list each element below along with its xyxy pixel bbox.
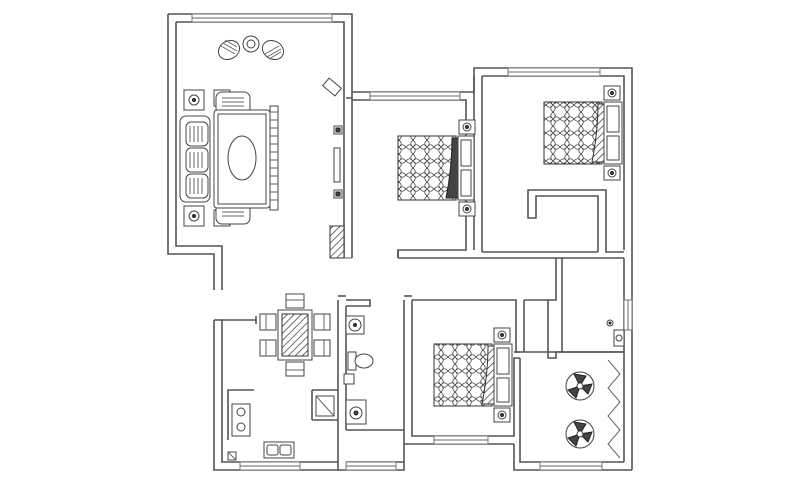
lamp-table-icon (183, 205, 205, 227)
windows (191, 13, 633, 471)
side-table-icon (242, 35, 260, 53)
chair-icon (313, 313, 331, 331)
kitchen-furniture (227, 395, 335, 461)
chair-icon (285, 361, 305, 377)
nightstand-icon (603, 165, 621, 181)
tv-cabinet-icon (269, 105, 279, 211)
balcony-furniture (565, 359, 621, 459)
washbasin-icon (345, 315, 365, 335)
sink-icon (263, 441, 295, 459)
coffee-table-icon (213, 109, 271, 209)
nightstand-icon (458, 119, 476, 135)
bathroom-furniture (343, 315, 374, 425)
round-chair-icon (565, 371, 595, 401)
folding-door-icon (607, 359, 621, 459)
living-room-furniture (179, 35, 345, 259)
dining-furniture (259, 293, 331, 377)
stove-icon (231, 403, 251, 437)
chair-icon (259, 339, 277, 357)
chair-icon (313, 339, 331, 357)
sofa-icon (179, 115, 211, 203)
nightstand-icon (493, 327, 511, 343)
speaker-icon (321, 77, 343, 97)
nightstand-icon (458, 201, 476, 217)
dining-table-icon (277, 309, 313, 361)
toilet-icon (347, 351, 374, 371)
bedroom-1-furniture (397, 119, 476, 217)
water-heater-icon (606, 319, 614, 327)
tv-icon (333, 147, 341, 183)
armchair-icon (217, 39, 241, 61)
lamp-table-icon (183, 89, 205, 111)
washing-machine-icon (345, 399, 367, 425)
bed-icon (543, 101, 607, 165)
bedroom-2-furniture (543, 85, 623, 181)
chair-icon (285, 293, 305, 309)
round-chair-icon (565, 419, 595, 449)
chair-icon (259, 313, 277, 331)
shoe-cabinet-icon (329, 225, 345, 259)
bedroom-3-furniture (433, 327, 513, 423)
speaker-icon (333, 189, 343, 199)
laundry-sink-icon (613, 329, 625, 347)
nightstand-icon (493, 407, 511, 423)
bed-icon (397, 135, 461, 201)
corridor-fixtures (606, 319, 625, 347)
nightstand-icon (603, 85, 621, 101)
door-openings (214, 250, 412, 324)
armchair-icon (261, 39, 285, 61)
fridge-icon (227, 451, 237, 461)
speaker-icon (333, 125, 343, 135)
shelf-icon (343, 373, 355, 385)
bed-icon (433, 343, 497, 407)
cabinet-icon (315, 395, 335, 417)
walls (167, 13, 633, 471)
